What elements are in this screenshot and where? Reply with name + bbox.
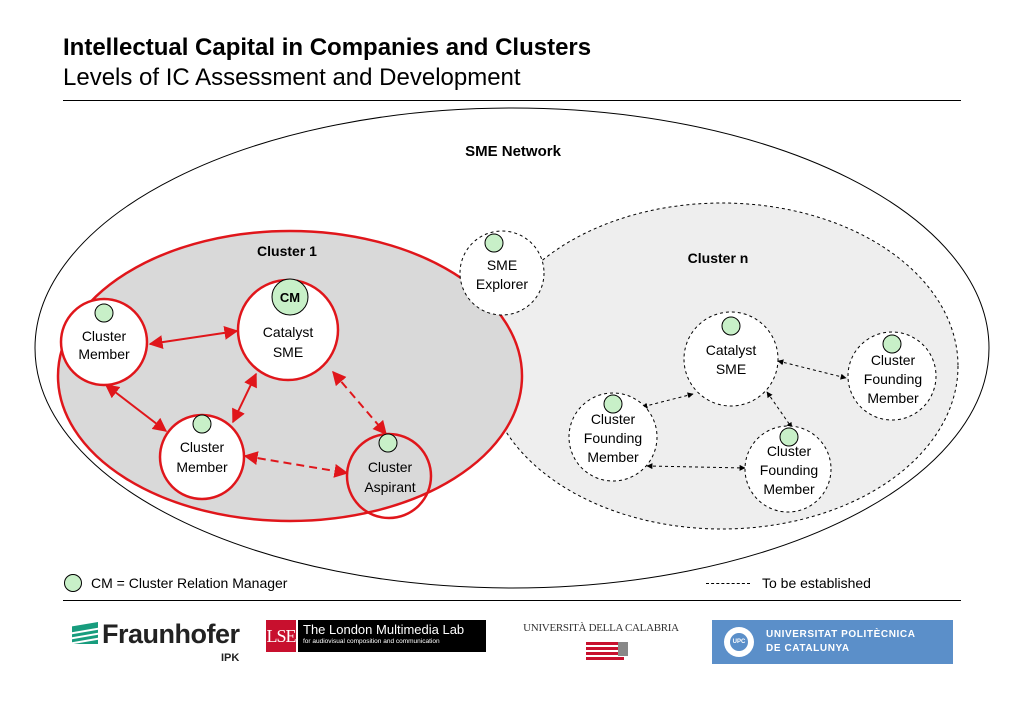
cluster-1-aspirant: Cluster Aspirant: [345, 432, 433, 520]
cm-marker: [603, 394, 623, 414]
link-n-left-bottom: [646, 463, 746, 471]
svg-text:Catalyst: Catalyst: [706, 342, 757, 358]
sme-explorer: SME Explorer: [459, 230, 545, 316]
svg-text:Cluster: Cluster: [82, 328, 127, 344]
link-member-member: [104, 384, 168, 432]
cluster-n-founding-bottom: Cluster Founding Member: [744, 425, 832, 513]
lse-mark-icon: LSE: [266, 620, 297, 652]
lse-logo: LSE The London Multimedia Lab for audiov…: [266, 620, 486, 652]
svg-text:Cluster: Cluster: [591, 411, 636, 427]
cm-marker: [192, 414, 212, 434]
page-subtitle: Levels of IC Assessment and Development: [63, 64, 521, 91]
svg-text:Founding: Founding: [864, 371, 922, 387]
fraunhofer-logo: Fraunhofer IPK: [72, 619, 252, 668]
link-member-catalyst: [148, 325, 239, 350]
cm-marker: [779, 427, 799, 447]
cm-marker: [721, 316, 741, 336]
svg-text:Cluster: Cluster: [180, 439, 225, 455]
cluster-n-catalyst-sme: Catalyst SME: [683, 311, 779, 407]
cluster-n-label: Cluster n: [688, 250, 749, 266]
svg-text:SME: SME: [273, 344, 303, 360]
svg-text:Member: Member: [176, 459, 228, 475]
cm-badge: [271, 278, 309, 316]
svg-text:Member: Member: [78, 346, 130, 362]
svg-text:Cluster: Cluster: [767, 443, 812, 459]
header-divider: [63, 100, 961, 101]
ic-levels-diagram: SME Network Cluster n Cluster 1 Cluster …: [34, 107, 990, 589]
cm-marker: [484, 233, 504, 253]
link-catalyst-aspirant: [332, 370, 387, 436]
cluster-1-label: Cluster 1: [257, 243, 317, 259]
svg-text:Explorer: Explorer: [476, 276, 528, 292]
cm-marker: [94, 303, 114, 323]
cluster-n-founding-right: Cluster Founding Member: [847, 331, 937, 421]
svg-text:Member: Member: [587, 449, 639, 465]
dashed-line-icon: [706, 582, 750, 584]
svg-text:Aspirant: Aspirant: [364, 479, 415, 495]
svg-text:SME: SME: [716, 361, 746, 377]
cluster-1-catalyst-sme: CM Catalyst SME: [236, 278, 340, 382]
cm-legend-icon: [64, 574, 82, 592]
svg-text:CM: CM: [280, 290, 300, 305]
link-member-aspirant: [243, 451, 349, 478]
page-title: Intellectual Capital in Companies and Cl…: [63, 34, 592, 61]
svg-text:Catalyst: Catalyst: [263, 324, 314, 340]
unical-logo: UNIVERSITÀ DELLA CALABRIA: [516, 622, 686, 666]
fraunhofer-mark-icon: [72, 622, 98, 644]
cluster-1-member-bottom: Cluster Member: [158, 413, 246, 501]
upc-logo: UPC UNIVERSITAT POLITÈCNICA DE CATALUNYA: [712, 620, 953, 664]
legend-cm-label: CM = Cluster Relation Manager: [91, 575, 288, 591]
legend-cm: CM = Cluster Relation Manager: [64, 574, 287, 592]
footer-divider: [63, 600, 961, 601]
svg-text:Cluster: Cluster: [871, 352, 916, 368]
legend-dashed: To be established: [706, 574, 871, 592]
svg-text:Member: Member: [867, 390, 919, 406]
svg-text:SME: SME: [487, 257, 517, 273]
upc-seal-icon: UPC: [724, 627, 754, 657]
cluster-n-founding-left: Cluster Founding Member: [568, 392, 658, 482]
svg-text:Member: Member: [763, 481, 815, 497]
unical-mark-icon: [586, 642, 628, 664]
svg-text:Founding: Founding: [760, 462, 818, 478]
svg-text:Founding: Founding: [584, 430, 642, 446]
cm-marker: [378, 433, 398, 453]
cm-marker: [882, 334, 902, 354]
sme-network-label: SME Network: [465, 143, 562, 160]
link-catalyst-member: [232, 372, 257, 424]
link-n-catalyst-bottom: [766, 391, 793, 429]
legend-dashed-label: To be established: [762, 575, 871, 591]
cluster-1-member-left: Cluster Member: [59, 297, 149, 387]
svg-text:Cluster: Cluster: [368, 459, 413, 475]
link-n-catalyst-left: [641, 392, 694, 409]
